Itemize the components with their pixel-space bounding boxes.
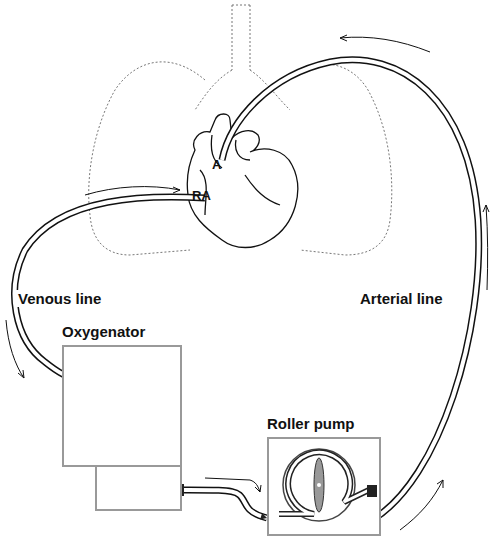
lungs-outline <box>89 5 392 255</box>
outline <box>267 437 381 536</box>
heart <box>187 114 297 248</box>
anatomy-label: A <box>210 157 223 172</box>
outline <box>62 345 182 512</box>
flow-arrows <box>6 35 489 530</box>
tubes <box>15 60 479 520</box>
node-heading: Roller pump <box>267 415 355 432</box>
oxygenator-box: Oxygenator <box>62 345 182 512</box>
tube-connector <box>174 484 267 519</box>
node-heading: Oxygenator <box>62 323 145 340</box>
line-label: Arterial line <box>358 290 445 307</box>
pump-box: Roller pump <box>267 437 381 536</box>
anatomy-label: RA <box>190 188 213 203</box>
line-label: Venous line <box>16 290 103 307</box>
